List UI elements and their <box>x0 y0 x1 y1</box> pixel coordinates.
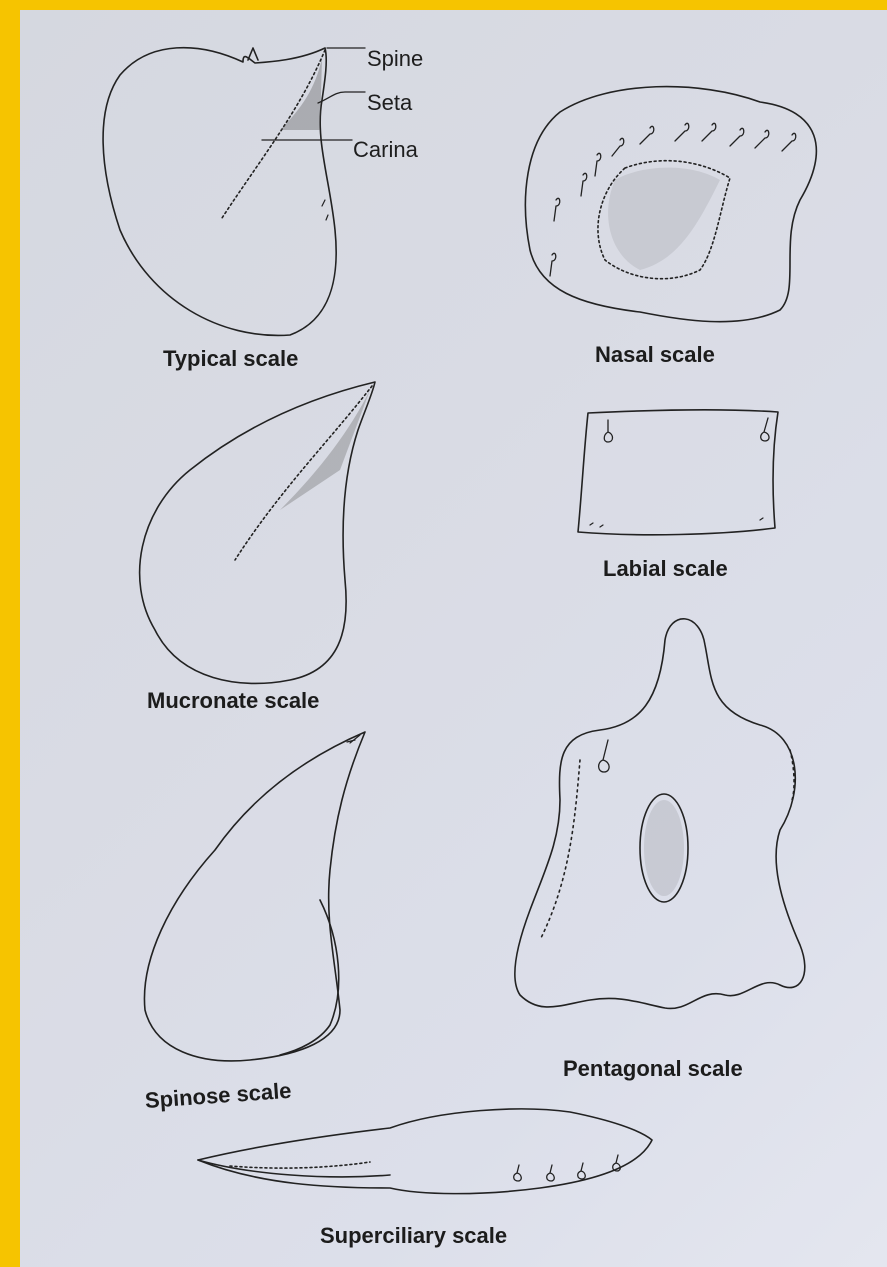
scale-diagram <box>20 10 887 1267</box>
labial-scale-caption: Labial scale <box>603 558 728 580</box>
spinose-scale-drawing <box>144 732 365 1061</box>
spine-label: Spine <box>367 48 423 70</box>
carina-label: Carina <box>353 139 418 161</box>
mucronate-scale-caption: Mucronate scale <box>147 690 319 712</box>
typical-scale-caption: Typical scale <box>163 348 298 370</box>
typical-scale-drawing <box>103 48 365 336</box>
superciliary-setae <box>514 1155 621 1181</box>
mucronate-scale-drawing <box>140 382 375 683</box>
superciliary-scale-drawing <box>198 1109 652 1194</box>
nasal-scale-drawing <box>525 87 816 322</box>
labial-scale-drawing <box>578 410 778 535</box>
textbook-page: Spine Seta Carina Typical scale Nasal sc… <box>20 10 887 1267</box>
pentagonal-scale-drawing <box>515 619 805 1009</box>
nasal-scale-caption: Nasal scale <box>595 344 715 366</box>
pentagonal-scale-caption: Pentagonal scale <box>563 1058 743 1080</box>
superciliary-scale-caption: Superciliary scale <box>320 1225 507 1247</box>
seta-label: Seta <box>367 92 412 114</box>
